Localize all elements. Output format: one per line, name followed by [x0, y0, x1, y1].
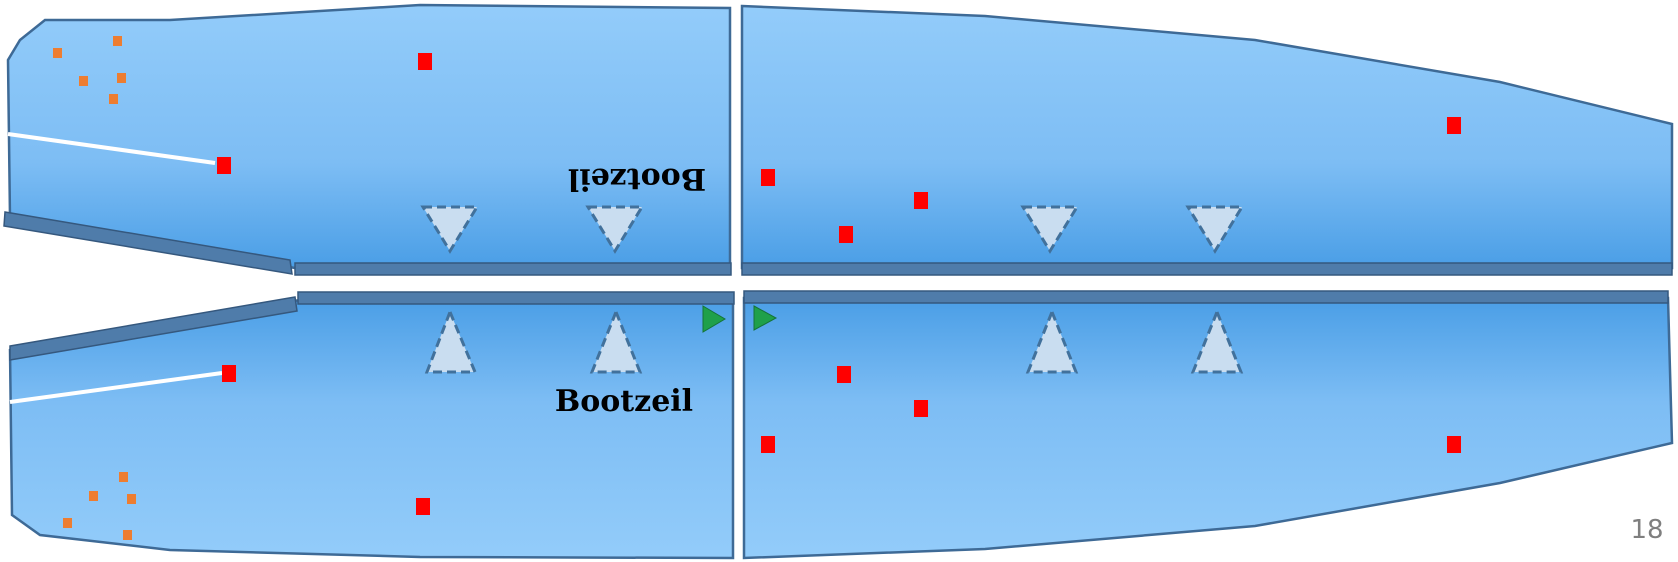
triangle-marker-up — [589, 307, 643, 374]
bollard-marker — [837, 366, 851, 383]
bollard-marker — [416, 498, 430, 515]
bollard-marker — [761, 436, 775, 453]
bollard-marker — [418, 53, 432, 70]
bollard-marker — [914, 192, 928, 209]
triangle-marker-down — [420, 205, 480, 254]
small-marker — [63, 518, 72, 528]
quay-wall-bottom-right — [743, 290, 1669, 304]
small-marker — [123, 530, 132, 540]
bollard-marker — [217, 157, 231, 174]
small-marker — [127, 494, 136, 504]
triangle-marker-up — [1190, 307, 1244, 374]
flag-marker — [702, 305, 726, 333]
triangle-marker-down — [1020, 205, 1080, 254]
quay-wall-bottom-slanted — [9, 296, 298, 361]
bollard-marker — [914, 400, 928, 417]
small-marker — [113, 36, 122, 46]
bottom-berth-label: Bootzeil — [555, 384, 693, 419]
bollard-marker — [1447, 117, 1461, 134]
flag-marker — [753, 305, 778, 331]
triangle-marker-down — [585, 205, 645, 254]
triangle-marker-down — [1185, 205, 1245, 254]
bollard-marker — [1447, 436, 1461, 453]
small-marker — [79, 76, 88, 86]
bollard-marker — [761, 169, 775, 186]
top-berth-label: Bootzeil — [568, 161, 706, 196]
small-marker — [53, 48, 62, 58]
small-marker — [117, 73, 126, 83]
water-section-bottom-right — [742, 296, 1674, 560]
quay-wall-top-left — [294, 262, 732, 276]
bollard-marker — [222, 365, 236, 382]
quay-wall-bottom-left — [297, 291, 735, 305]
triangle-marker-up — [1025, 307, 1079, 374]
white-line-bottom — [9, 371, 223, 404]
white-line-top — [7, 132, 216, 165]
bollard-marker — [839, 226, 853, 243]
triangle-marker-up — [424, 307, 478, 374]
water-section-top-left — [6, 3, 732, 270]
quay-wall-top-slanted — [3, 211, 293, 275]
small-marker — [109, 94, 118, 104]
small-marker — [89, 491, 98, 501]
small-marker — [119, 472, 128, 482]
page-number: 18 — [1630, 515, 1663, 545]
quay-wall-top-right — [741, 262, 1673, 276]
